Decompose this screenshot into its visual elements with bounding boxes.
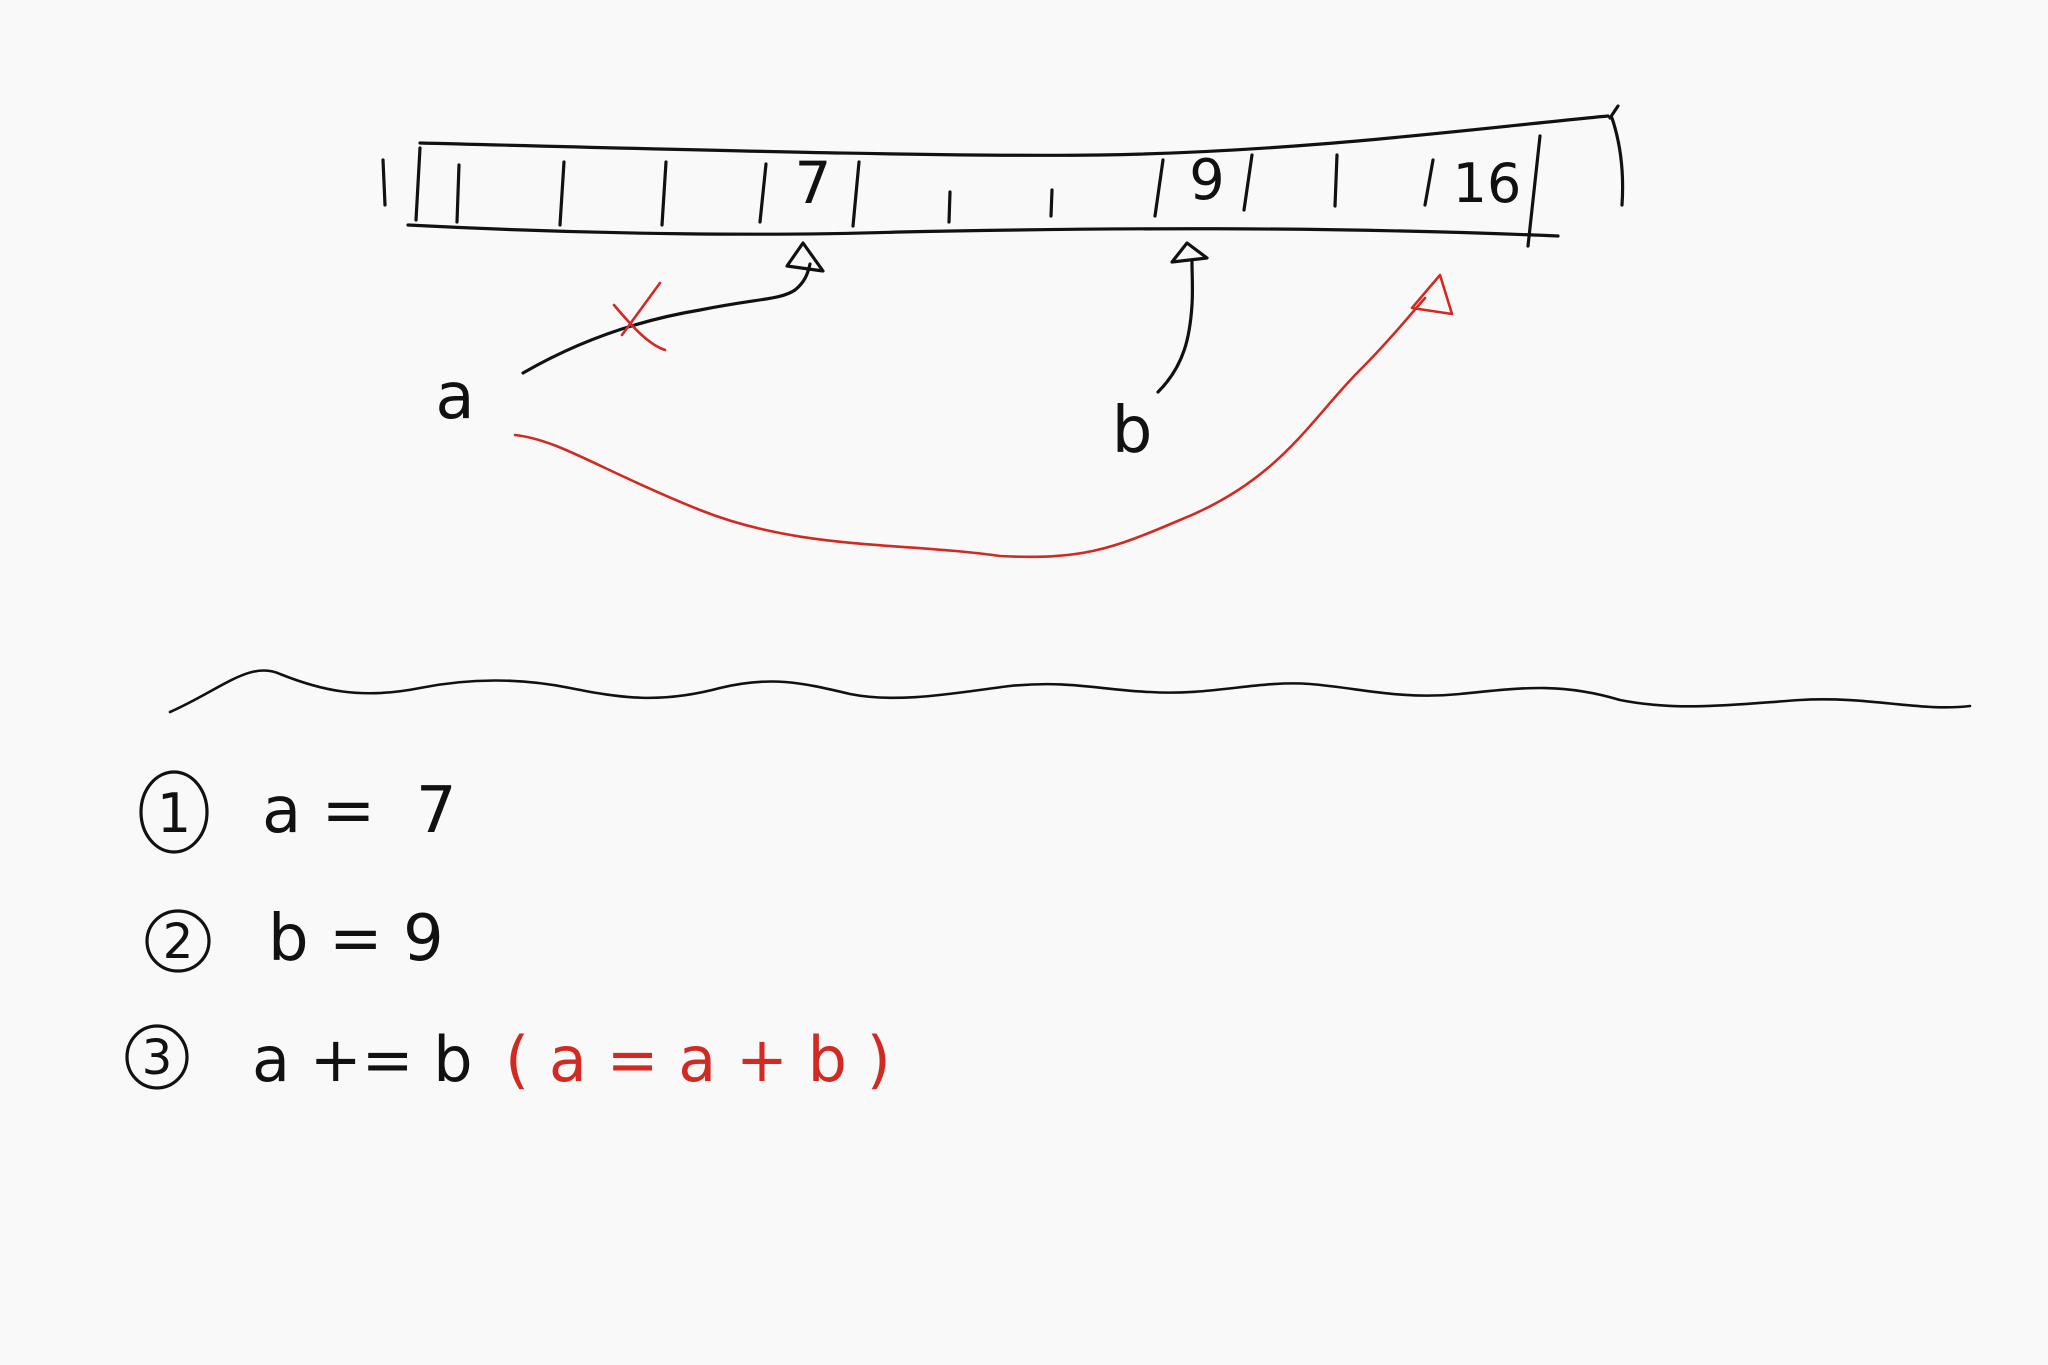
array-left-bracket — [381, 158, 387, 207]
pointer-a-old-line — [521, 288, 797, 375]
step-2: 2 b = 9 — [145, 902, 444, 976]
step-note: ( a = a + b ) — [505, 1023, 891, 1096]
cell-divider — [1526, 134, 1542, 248]
step-3: 3 a += b ( a = a + b ) — [125, 1023, 891, 1096]
cell-divider — [1333, 153, 1339, 208]
pointer-b — [1156, 241, 1209, 394]
step-number: 2 — [163, 914, 194, 970]
cell-divider — [758, 162, 768, 224]
step-number-circle — [139, 770, 209, 854]
cell-divider — [1423, 158, 1435, 207]
cell-divider — [414, 146, 422, 222]
cell-divider — [1153, 158, 1165, 218]
pointer-a-new-curve — [513, 296, 1427, 559]
cell-divider — [1049, 188, 1054, 218]
cell-divider — [455, 163, 461, 224]
pointer-a-old-line — [793, 262, 812, 292]
pointer-label-b: b — [1112, 394, 1153, 468]
array-top-edge — [418, 114, 1610, 157]
cell-divider — [851, 160, 861, 228]
arrowhead-icon — [785, 241, 825, 273]
pointer-label-a: a — [435, 360, 474, 434]
step-code: a = 7 — [262, 774, 457, 848]
step-code: b = 9 — [268, 902, 444, 976]
step-1: 1 a = 7 — [139, 770, 457, 854]
cell-divider — [558, 160, 566, 227]
array-bottom-edge — [406, 223, 1560, 238]
step-number-circle — [145, 909, 211, 973]
step-code: a += b — [252, 1023, 473, 1096]
step-number: 1 — [157, 782, 191, 845]
cell-value-16: 16 — [1453, 152, 1522, 215]
pointer-a-old — [521, 241, 825, 375]
cross-out-mark — [612, 281, 667, 352]
cell-divider — [1242, 153, 1254, 212]
array-right-bracket — [1608, 104, 1625, 207]
cell-dividers — [414, 134, 1542, 248]
pointer-b-line — [1156, 260, 1195, 394]
arrowhead-icon — [1170, 241, 1209, 264]
memory-array: 7 9 16 — [381, 104, 1625, 248]
wavy-divider — [168, 669, 1972, 714]
arrowhead-icon — [1410, 273, 1454, 316]
cell-divider — [660, 160, 668, 227]
cell-value-9: 9 — [1189, 148, 1225, 213]
cell-divider — [947, 190, 952, 224]
pointer-a-new — [513, 273, 1454, 559]
step-number: 3 — [142, 1030, 173, 1086]
step-number-circle — [125, 1024, 189, 1090]
cell-value-7: 7 — [795, 149, 832, 217]
